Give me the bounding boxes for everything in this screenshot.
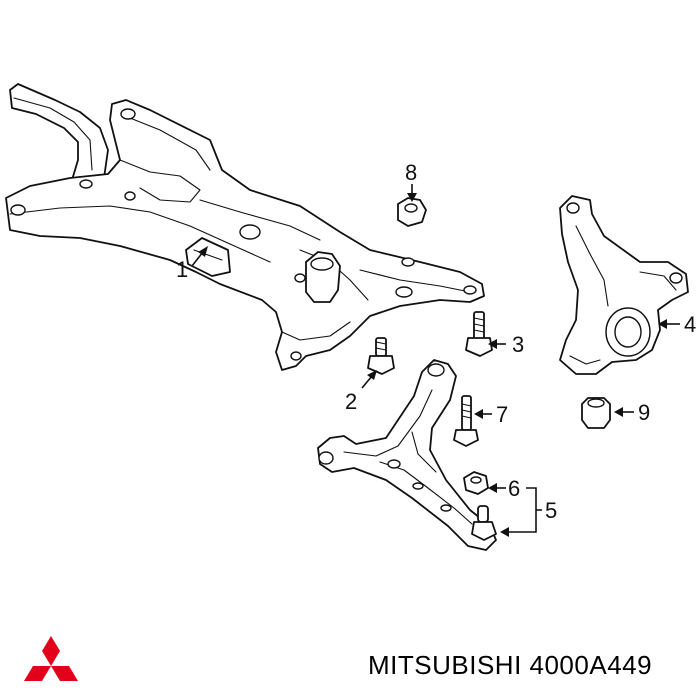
arrow-3 [488, 339, 497, 349]
arrow-8 [407, 193, 417, 202]
steering-knuckle [559, 195, 689, 375]
ball-joint-stud [471, 505, 497, 541]
callout-9: 9 [638, 400, 650, 425]
callout-8: 8 [405, 160, 417, 185]
callout-5: 5 [545, 498, 557, 523]
nut-part-6 [463, 471, 489, 495]
callout-6: 6 [508, 476, 520, 501]
brand-footer: MITSUBISHI 4000A449 [0, 632, 700, 700]
bolt-part-2 [367, 337, 395, 375]
bushing-part-9 [581, 397, 611, 429]
arrow-6 [488, 483, 497, 493]
subframe-crossmember [5, 83, 485, 371]
arrow-7 [474, 409, 483, 419]
arrow-9 [614, 407, 623, 417]
callout-7: 7 [496, 402, 508, 427]
bolt-part-3 [465, 311, 493, 357]
nut-part-8 [397, 197, 427, 227]
callout-3: 3 [512, 332, 524, 357]
arrow-4 [658, 319, 667, 329]
callout-2: 2 [345, 389, 357, 414]
exploded-view-svg: 1 2 3 4 5 6 7 8 9 [5, 83, 696, 551]
callout-labels: 1 2 3 4 5 6 7 8 9 [176, 160, 696, 523]
bolt-part-7 [453, 395, 479, 447]
lower-control-arm [317, 359, 497, 551]
arrow-2 [367, 370, 377, 380]
leader-lines [191, 184, 680, 537]
mitsubishi-logo [24, 636, 78, 681]
part-number-caption: MITSUBISHI 4000A449 [368, 650, 653, 680]
callout-1: 1 [176, 257, 188, 282]
callout-4: 4 [684, 312, 696, 337]
arrow-5 [500, 527, 509, 537]
arrow-1 [198, 246, 208, 257]
